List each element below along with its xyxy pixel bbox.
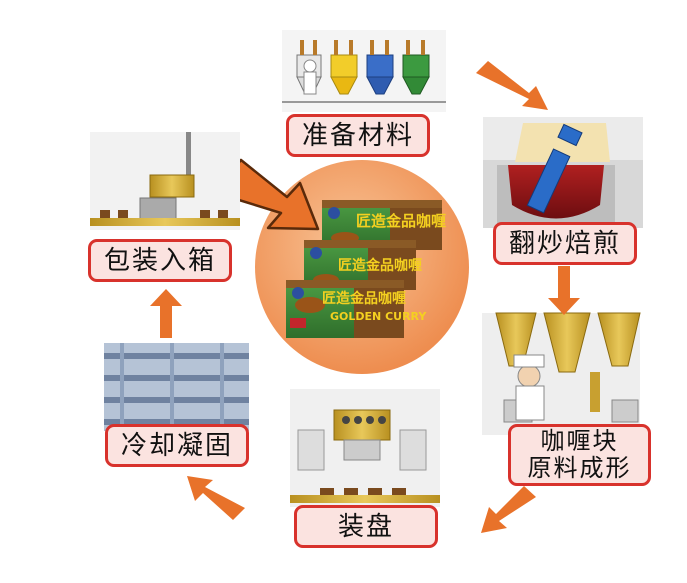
step-label-cool-solidify: 冷却凝固 <box>105 424 249 467</box>
box-brand-text-middle: 匠造金品咖喱 <box>338 257 422 274</box>
arrow-to-boxing-icon <box>150 289 182 338</box>
step-label-curry-block-forming: 咖喱块 原料成形 <box>508 424 651 486</box>
step-label-fill-trays: 装盘 <box>294 505 438 548</box>
box-brand-text-back: 匠造金品咖喱 <box>356 212 446 230</box>
box-brand-english-front: GOLDEN CURRY <box>330 310 427 323</box>
arrow-to-cooling-icon <box>187 476 245 520</box>
step-label-prepare-materials: 准备材料 <box>286 114 430 157</box>
box-brand-text-front: 匠造金品咖喱 <box>322 290 406 307</box>
stirring-pot-illustration <box>483 117 643 228</box>
center-product-group: 匠造金品咖喱 匠造金品咖喱 匠造金品咖喱 GOLDEN CURRY <box>255 160 469 374</box>
step-label-stir-roast: 翻炒焙煎 <box>493 222 637 265</box>
arrow-to-forming-icon <box>548 266 580 315</box>
cooling-racks-illustration <box>104 343 249 431</box>
boxing-machine-illustration <box>90 132 240 230</box>
arrow-to-tray-icon <box>481 486 536 533</box>
tray-filling-machine-illustration <box>290 389 440 507</box>
step-label-pack-box: 包装入箱 <box>88 239 232 282</box>
curry-box-front: 匠造金品咖喱 GOLDEN CURRY <box>286 280 427 338</box>
forming-machines-with-worker-illustration <box>482 312 641 435</box>
ingredient-hoppers-illustration <box>282 30 446 112</box>
arrow-to-stirring-icon <box>476 61 548 110</box>
